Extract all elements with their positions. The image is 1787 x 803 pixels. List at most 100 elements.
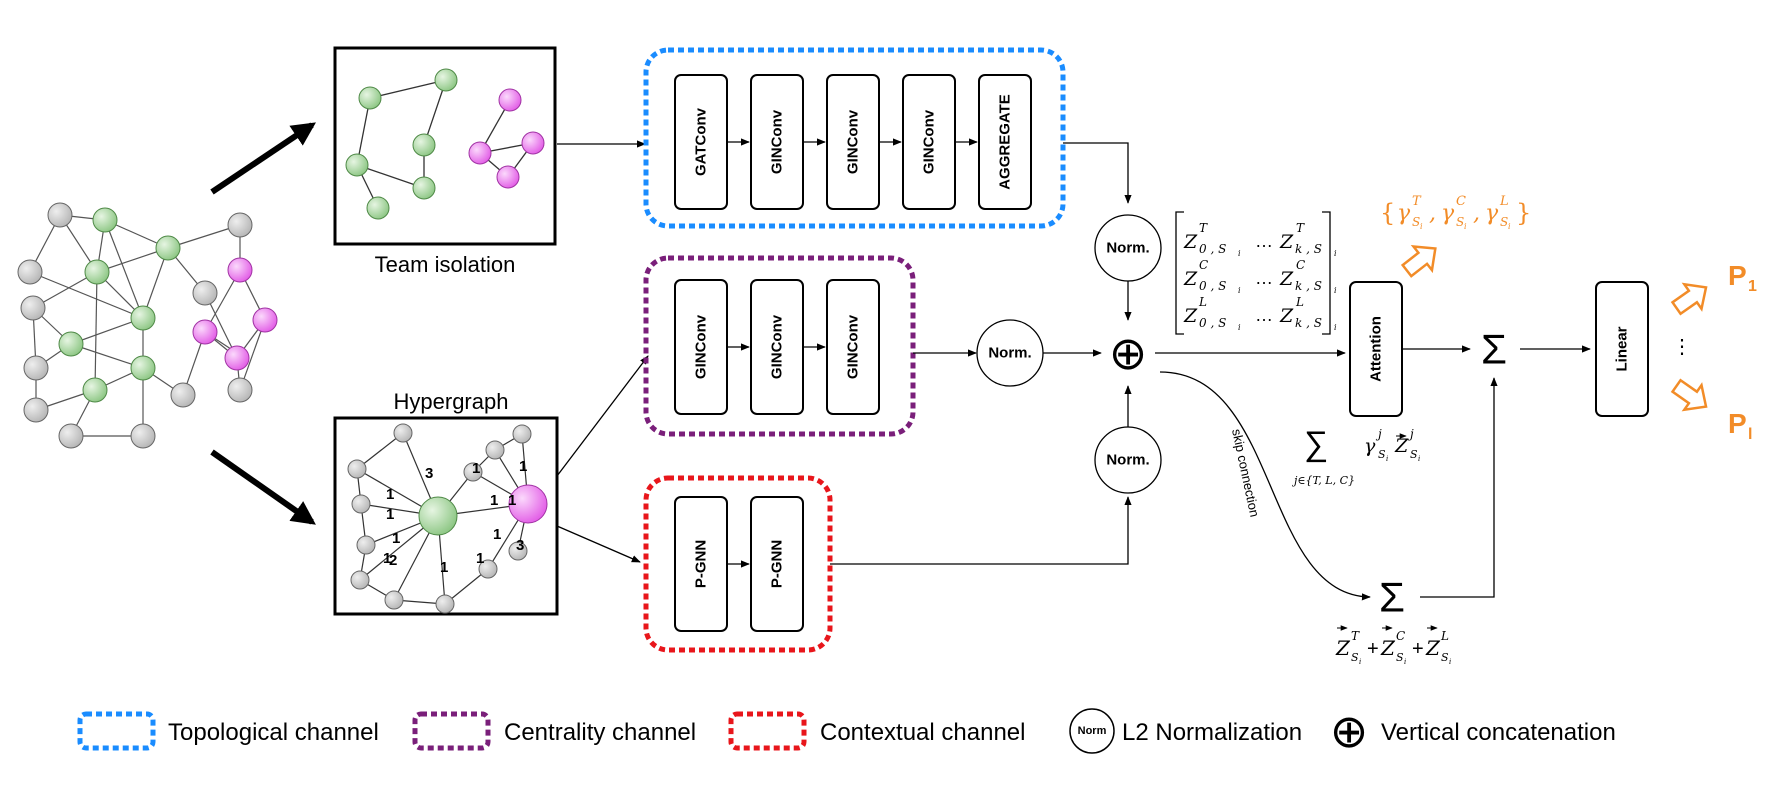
matrix-sub: 0 , S [1199, 242, 1226, 256]
aggregate-block [978, 74, 1032, 210]
weight-label: 1 [386, 486, 394, 503]
legend-topological-label: Topological channel [168, 719, 379, 746]
skip-sub-i: i [1449, 658, 1451, 666]
contextual-channel-frame [643, 475, 833, 653]
output-p-last: P [1728, 408, 1747, 439]
attention-z-sup: j [1407, 427, 1414, 441]
legend-topological-swatch [77, 711, 156, 751]
output-ellipsis: ⋮ [1672, 336, 1692, 358]
legend-norm-icon [1069, 708, 1115, 754]
matrix-sub-i: i [1334, 249, 1337, 258]
hypergraph-panel [333, 416, 559, 616]
matrix-sub-i: i [1238, 249, 1241, 258]
legend-centrality-swatch [412, 711, 491, 751]
ginconv-label: GINConv [921, 109, 938, 174]
connector-topological-to-norm [1063, 142, 1132, 204]
skip-sub: S [1351, 651, 1359, 664]
matrix-sup: L [1198, 295, 1207, 309]
gamma-symbol: γ [1485, 201, 1499, 226]
matrix-dots: … [1255, 268, 1273, 288]
gamma-sup: C [1456, 194, 1466, 209]
centrality-channel-frame [643, 255, 916, 437]
hyperedge-weights: 3 1 1 1 1 1 1 1 1 2 1 1 1 3 [383, 458, 527, 576]
centrality-channel: GINConv GINConv GINConv [674, 279, 880, 415]
attention-label: Attention [1368, 316, 1385, 382]
gamma-sup: T [1412, 194, 1422, 209]
orange-hollow-arrow [1400, 244, 1437, 278]
gamma-sup: L [1499, 194, 1509, 209]
pgnn-label: P-GNN [769, 540, 786, 588]
skip-z: Z [1425, 636, 1441, 660]
ginconv-label: GINConv [845, 314, 862, 379]
skip-sub-i: i [1404, 658, 1406, 666]
weight-label: 1 [476, 550, 484, 567]
legend-norm-label: L2 Normalization [1122, 719, 1302, 746]
ginconv-label: GINConv [769, 314, 786, 379]
legend-concat-label: Vertical concatenation [1381, 719, 1616, 746]
attention-gamma-sup: j [1375, 427, 1382, 441]
connector-contextual-to-norm [830, 496, 1132, 565]
attention-sum-index: j∈{T, L, C} [1291, 474, 1355, 487]
skip-sub: S [1441, 651, 1449, 664]
matrix-sub-i: i [1238, 286, 1241, 295]
norm-label: Norm. [1106, 240, 1149, 257]
attention-z: Z [1394, 435, 1409, 457]
connector-skip-sum-to-top-sum [1420, 377, 1498, 598]
skip-sub: S [1396, 651, 1404, 664]
topological-channel-frame [643, 47, 1066, 229]
matrix-sub: k , S [1295, 279, 1322, 293]
norm-label: Norm. [1106, 452, 1149, 469]
gamma-sub-i: i [1464, 222, 1467, 231]
ginconv-label: GINConv [769, 109, 786, 174]
matrix-sub-i: i [1334, 323, 1337, 332]
matrix-sup: L [1295, 295, 1304, 309]
weight-label: 1 [383, 550, 391, 567]
matrix-dots: … [1255, 305, 1273, 325]
skip-formula: Z T S i + Z C S i + Z L S i [1335, 625, 1451, 666]
weights-close-brace: } [1516, 199, 1531, 227]
skip-sup: L [1440, 629, 1449, 643]
gamma-symbol: γ [1441, 201, 1455, 226]
legend-concat-icon: ⊕ [1330, 704, 1369, 758]
weight-label: 1 [493, 526, 501, 543]
linear-label: Linear [1614, 326, 1631, 371]
skip-sub-i: i [1359, 658, 1361, 666]
sum-node-bottom: Σ [1379, 574, 1405, 621]
weights-sep: , [1473, 201, 1480, 226]
weight-label: 1 [472, 460, 480, 477]
skip-sup: C [1396, 629, 1405, 643]
legend-contextual-label: Contextual channel [820, 719, 1025, 746]
matrix-dots: … [1255, 231, 1273, 251]
ginconv-block [826, 279, 880, 415]
skip-connection-path [1159, 371, 1371, 601]
matrix-sup: C [1199, 258, 1208, 272]
matrix-sub: 0 , S [1199, 316, 1226, 330]
gatconv-label: GATConv [693, 107, 710, 176]
connector-hyper-to-centrality [556, 355, 649, 477]
weight-label: 1 [386, 506, 394, 523]
attention-z-sub: S [1410, 448, 1418, 461]
linear-block [1595, 281, 1649, 417]
contextual-channel: P-GNN P-GNN [674, 496, 804, 632]
legend-centrality-label: Centrality channel [504, 719, 696, 746]
output-arrow-bottom [1670, 378, 1708, 412]
attention-formula: ∑ j∈{T, L, C} γ j S i Z j S i [1291, 425, 1420, 487]
skip-plus: + [1367, 638, 1379, 660]
input-graph [17, 202, 278, 449]
weights-sep: , [1429, 201, 1436, 226]
weight-label: 3 [425, 465, 433, 482]
embedding-matrix: Z T 0 , S i … Z T k , S i Z C 0 , S i … … [1175, 211, 1337, 335]
sum-node-top: Σ [1481, 326, 1507, 373]
skip-sup: T [1351, 629, 1360, 643]
legend-norm-symbol: Norm [1078, 725, 1107, 737]
weight-label: 2 [389, 552, 397, 569]
norm-label: Norm. [988, 345, 1031, 362]
weight-label: 1 [508, 492, 516, 509]
matrix-sub: k , S [1295, 242, 1322, 256]
gamma-symbol: γ [1397, 201, 1411, 226]
matrix-entry: Z [1183, 268, 1198, 290]
matrix-entry: Z [1279, 305, 1294, 327]
pgnn-label: P-GNN [693, 540, 710, 588]
attention-gamma: γ [1364, 435, 1376, 457]
pgnn-block [750, 496, 804, 632]
